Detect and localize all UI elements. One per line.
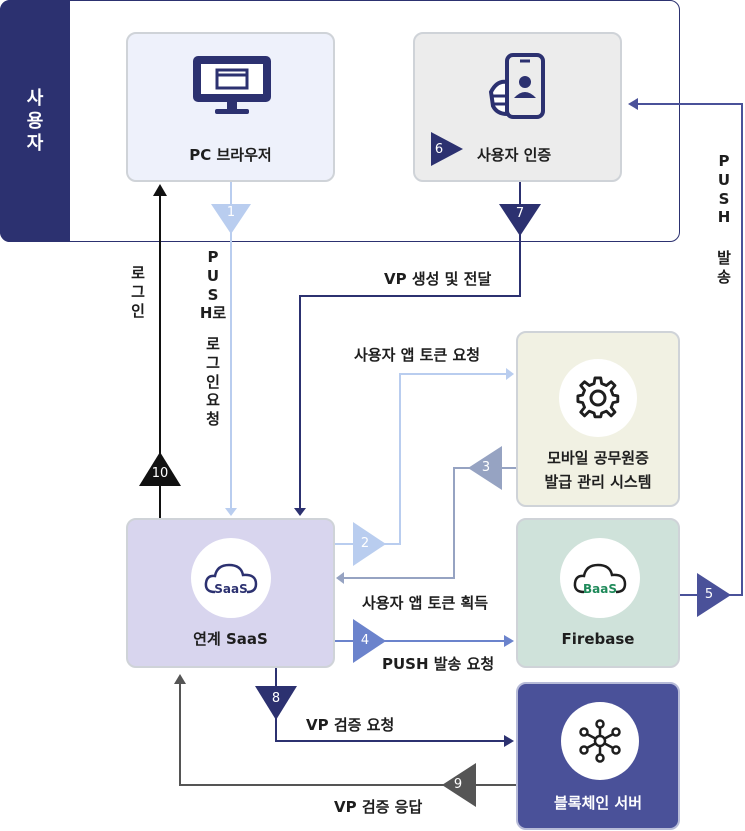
node-saas-label: 연계 SaaS	[193, 630, 268, 648]
edge-5-marker	[697, 573, 731, 617]
edge-9-arrowhead	[174, 674, 186, 684]
edge-4-arrowhead	[504, 635, 514, 647]
node-mobile-system[interactable]: 모바일 공무원증 발급 관리 시스템	[516, 331, 680, 507]
label-push-send: P U S H 발 송	[717, 152, 731, 286]
label-token-request: 사용자 앱 토큰 요청	[354, 346, 481, 364]
edge-7-line	[299, 182, 521, 510]
node-firebase-label: Firebase	[561, 630, 635, 648]
edge-9-marker	[442, 763, 476, 807]
edge-2-arrowhead	[506, 368, 514, 380]
label-vp-verify-request: VP 검증 요청	[306, 716, 395, 734]
gear-icon	[576, 376, 620, 419]
phone-user-icon	[488, 53, 545, 119]
step-6-marker	[431, 132, 463, 166]
baas-badge-text: BaaS	[583, 582, 617, 596]
label-token-acquire: 사용자 앱 토큰 획득	[362, 594, 489, 612]
edge-5-arrowhead	[628, 98, 638, 110]
saas-cloud-icon: SaaS	[191, 538, 271, 618]
edge-3-line	[342, 467, 516, 579]
label-push-request: PUSH 발송 요청	[382, 655, 495, 673]
user-tab-label: 사 용 자	[26, 88, 44, 154]
edge-3-marker	[468, 446, 502, 490]
edge-10-marker	[139, 452, 181, 486]
edge-8-marker	[255, 686, 297, 720]
saas-badge-text: SaaS	[214, 582, 248, 596]
baas-cloud-icon: BaaS	[560, 538, 640, 618]
edge-7-arrowhead	[294, 508, 306, 516]
step-7: 7	[515, 206, 525, 221]
edge-3-arrowhead	[336, 572, 344, 584]
node-user-auth[interactable]: 6 사용자 인증	[413, 32, 622, 182]
edge-8-arrowhead	[504, 735, 514, 747]
label-login: 로 그 인	[131, 264, 145, 320]
step-10: 10	[151, 466, 169, 481]
node-pc-browser[interactable]: PC 브라우저	[126, 32, 335, 182]
step-6: 6	[434, 142, 444, 157]
edge-2-line	[334, 373, 508, 545]
step-1: 1	[226, 205, 236, 220]
step-4: 4	[360, 633, 370, 648]
step-2: 2	[360, 536, 370, 551]
node-firebase[interactable]: BaaS Firebase	[516, 518, 680, 668]
edge-10-arrowhead	[153, 184, 167, 196]
edge-9-line	[179, 682, 516, 786]
node-blockchain-label: 블록체인 서버	[553, 794, 643, 812]
network-hub-icon	[579, 719, 621, 763]
node-pc-browser-label: PC 브라우저	[189, 146, 272, 164]
gear-icon-badge	[559, 359, 637, 437]
edge-4-marker	[353, 619, 386, 663]
label-push-login-request: P U S H로 로 그 인 요 청	[199, 248, 227, 428]
edge-2-marker	[353, 522, 386, 566]
node-user-auth-label: 사용자 인증	[477, 146, 552, 164]
user-tab	[0, 0, 70, 242]
step-5: 5	[704, 587, 714, 602]
step-8: 8	[271, 691, 281, 706]
edge-1-marker	[211, 204, 251, 234]
node-blockchain[interactable]: 블록체인 서버	[516, 682, 680, 830]
label-vp-create: VP 생성 및 전달	[384, 270, 492, 288]
monitor-icon	[193, 56, 271, 114]
step-3: 3	[481, 460, 491, 475]
edge-7-marker	[499, 204, 541, 236]
node-mobile-system-line1: 모바일 공무원증	[547, 449, 649, 467]
edge-1-arrowhead	[225, 508, 237, 516]
node-mobile-system-line2: 발급 관리 시스템	[544, 473, 652, 491]
node-saas[interactable]: SaaS 연계 SaaS	[126, 518, 335, 668]
label-vp-verify-response: VP 검증 응답	[334, 798, 423, 816]
step-9: 9	[453, 777, 463, 792]
